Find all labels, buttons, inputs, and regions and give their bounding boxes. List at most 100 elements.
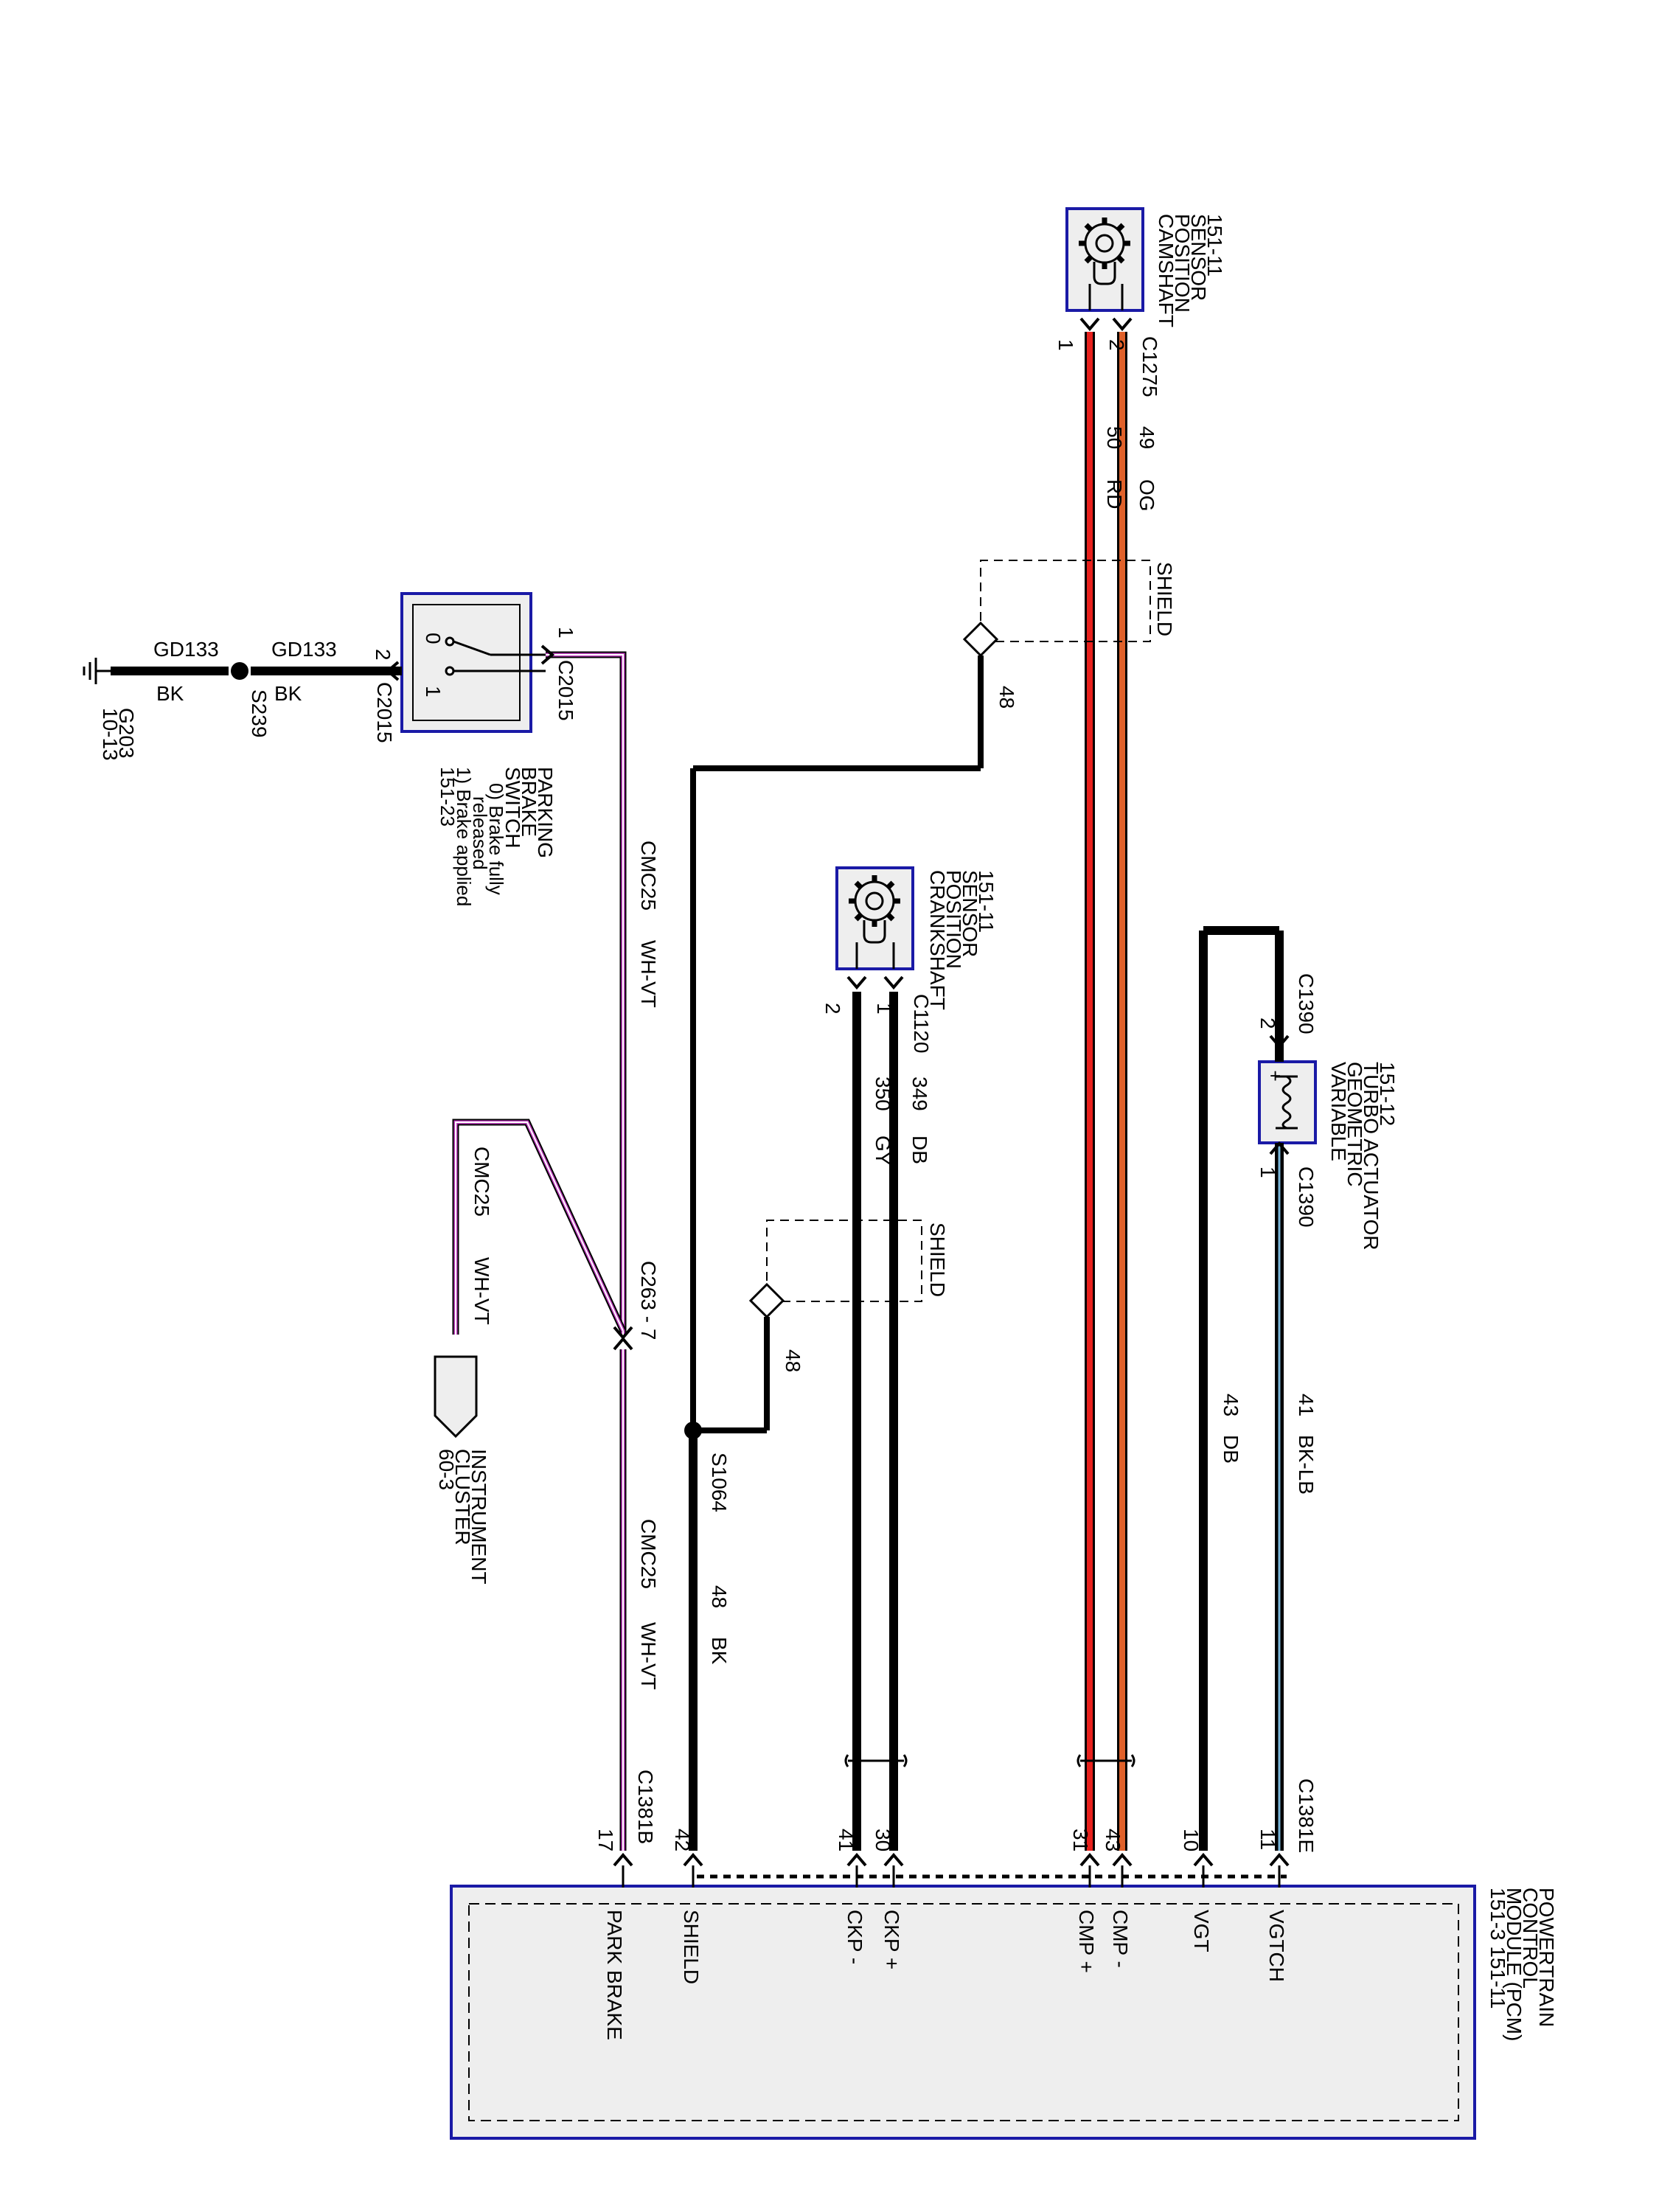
- pcm-name-line3: MODULE (PCM): [1503, 1888, 1526, 2041]
- parking-brake-switch-name: PARKING BRAKE SWITCH 0) Brake fully rele…: [437, 767, 557, 906]
- gd133-circuit-2: GD133: [153, 638, 219, 661]
- crankshaft-name-2: POSITION: [942, 870, 965, 969]
- cmc25-upper-color: WH-VT: [637, 940, 660, 1008]
- crankshaft-pin1: 1: [873, 1003, 896, 1015]
- shield-label-lower: SHIELD: [926, 1222, 949, 1297]
- wire-49-color: OG: [1135, 479, 1158, 512]
- crankshaft-wires: [844, 975, 908, 1888]
- wire-350-color: GY: [872, 1135, 894, 1166]
- signal-ckp-plus: CKP +: [880, 1910, 903, 1969]
- c2015-bottom-label: C2015: [373, 682, 396, 743]
- crankshaft-name-1: CRANKSHAFT: [926, 870, 949, 1010]
- pcm-name: POWERTRAIN CONTROL MODULE (PCM) 151-3 15…: [1486, 1888, 1558, 2041]
- crankshaft-sensor: CRANKSHAFT POSITION SENSOR 151-11: [835, 866, 998, 1010]
- gd133-circuit-1: GD133: [271, 638, 337, 661]
- shield-label-top: SHIELD: [1153, 562, 1176, 636]
- wire-43-circuit: 43: [1220, 1394, 1242, 1416]
- vgt-wires: [1193, 926, 1290, 1888]
- splice-dot-icon: [231, 662, 248, 680]
- pcm-pin-41: 41: [835, 1829, 858, 1851]
- wire-43-color: DB: [1220, 1435, 1242, 1464]
- switch-icon: [445, 636, 546, 676]
- c263-label: C263 - 7: [637, 1261, 660, 1340]
- crankshaft-pin2: 2: [821, 1003, 844, 1015]
- pcm-name-line4: 151-3 151-11: [1486, 1888, 1509, 2009]
- pbs-name-3: SWITCH: [501, 767, 524, 848]
- pcm-name-line1: POWERTRAIN: [1535, 1888, 1558, 2027]
- ground-icon: [83, 658, 97, 684]
- crankshaft-name-3: SENSOR: [959, 870, 981, 957]
- crankshaft-name-4: 151-11: [975, 870, 998, 933]
- camshaft-name-3: SENSOR: [1187, 214, 1210, 301]
- c1120-label: C1120: [910, 994, 933, 1053]
- signal-shield: SHIELD: [680, 1910, 703, 1984]
- cmc25-branch-circuit: CMC25: [470, 1147, 493, 1217]
- pbs-pin2: 2: [372, 649, 394, 661]
- wire-41-circuit: 41: [1295, 1394, 1318, 1416]
- wire-48-color: BK: [708, 1637, 731, 1665]
- vgt-name-2: GEOMETRIC: [1343, 1062, 1366, 1187]
- signal-vgt: VGT: [1190, 1910, 1213, 1952]
- camshaft-wires: [1077, 317, 1135, 1888]
- s239-label: S239: [248, 689, 271, 737]
- shield-drain-icon: [962, 621, 999, 658]
- gd133-color-1: BK: [274, 682, 302, 705]
- vgt-name-3: TURBO ACTUATOR: [1360, 1062, 1382, 1251]
- instrument-cluster-branch: [434, 1119, 627, 1439]
- c1390-bottom-label: C1390: [1295, 1166, 1318, 1228]
- svg-text:+: +: [1270, 1065, 1281, 1087]
- crankshaft-shield: [693, 1220, 922, 1433]
- wire-350-circuit: 350: [872, 1077, 894, 1111]
- instrument-cluster-connector: [434, 1355, 478, 1439]
- gear-icon: [1079, 218, 1130, 269]
- switch-pos0: 0: [422, 633, 445, 644]
- wire-49-circuit: 49: [1135, 426, 1158, 449]
- pcm-pin-17: 17: [594, 1829, 617, 1851]
- signal-ckp-minus: CKP -: [844, 1910, 866, 1964]
- c2015-top-label: C2015: [554, 660, 577, 721]
- camshaft-name-1: CAMSHAFT: [1155, 214, 1178, 327]
- ic-name-1: INSTRUMENT: [467, 1449, 490, 1585]
- pbs-state-3: 1) Brake applied: [453, 767, 475, 906]
- camshaft-sensor: CAMSHAFT POSITION SENSOR 151-11: [1065, 207, 1226, 327]
- camshaft-sensor-name: CAMSHAFT POSITION SENSOR 151-11: [1155, 214, 1226, 327]
- camshaft-shield: [690, 560, 1151, 1430]
- pbs-pin1: 1: [554, 627, 577, 639]
- pcm-module: POWERTRAIN CONTROL MODULE (PCM) 151-3 15…: [450, 1885, 1558, 2140]
- pbs-state-1: 0) Brake fully: [485, 783, 507, 895]
- vgt-pin1: 1: [1256, 1166, 1279, 1178]
- signal-park-brake: PARK BRAKE: [603, 1910, 626, 2040]
- park-brake-wire: [540, 644, 633, 1888]
- pcm-pin-42: 42: [671, 1829, 694, 1851]
- pcm-name-line2: CONTROL: [1519, 1888, 1542, 1989]
- cmc25-lower-circuit: CMC25: [637, 1519, 660, 1589]
- pcm-pin-11: 11: [1256, 1829, 1279, 1850]
- camshaft-connector-label: C1275: [1138, 336, 1161, 397]
- vgt-actuator-name: VARIABLE GEOMETRIC TURBO ACTUATOR 151-12: [1327, 1062, 1399, 1251]
- vgt-name-1: VARIABLE: [1327, 1062, 1350, 1161]
- camshaft-pin1: 1: [1054, 339, 1077, 351]
- signal-vgtch: VGTCH: [1265, 1910, 1288, 1982]
- wire-50-color: RD: [1103, 479, 1126, 509]
- camshaft-name-2: POSITION: [1171, 214, 1194, 313]
- cmc25-branch-color: WH-VT: [470, 1257, 493, 1325]
- signal-cmp-plus: CMP +: [1075, 1910, 1098, 1973]
- ground-circuit: [83, 658, 402, 684]
- pbs-state-4: 151-23: [437, 767, 459, 827]
- s1064-label: S1064: [708, 1453, 731, 1512]
- crankshaft-sensor-name: CRANKSHAFT POSITION SENSOR 151-11: [926, 870, 998, 1010]
- ic-name-2: CLUSTER: [451, 1449, 474, 1545]
- pcm-pin-10: 10: [1180, 1829, 1203, 1851]
- gear-icon: [849, 875, 900, 927]
- shield-drain-48-lower: 48: [782, 1349, 804, 1372]
- wire-50-circuit: 50: [1103, 426, 1126, 449]
- wire-41-color: BK-LB: [1295, 1435, 1318, 1495]
- vgt-actuator: + VARIABLE GEOMETRIC TURBO ACTUATOR 151-…: [1258, 1060, 1399, 1251]
- ic-name-3: 60-3: [435, 1449, 458, 1490]
- parking-brake-switch: 0 1 PARKING BRAKE SWITCH 0) Brake fully …: [400, 592, 557, 906]
- signal-cmp-minus: CMP -: [1109, 1910, 1132, 1968]
- switch-pos1: 1: [422, 686, 445, 698]
- g203-label: G203: [115, 708, 138, 759]
- wire-48-circuit: 48: [708, 1585, 731, 1608]
